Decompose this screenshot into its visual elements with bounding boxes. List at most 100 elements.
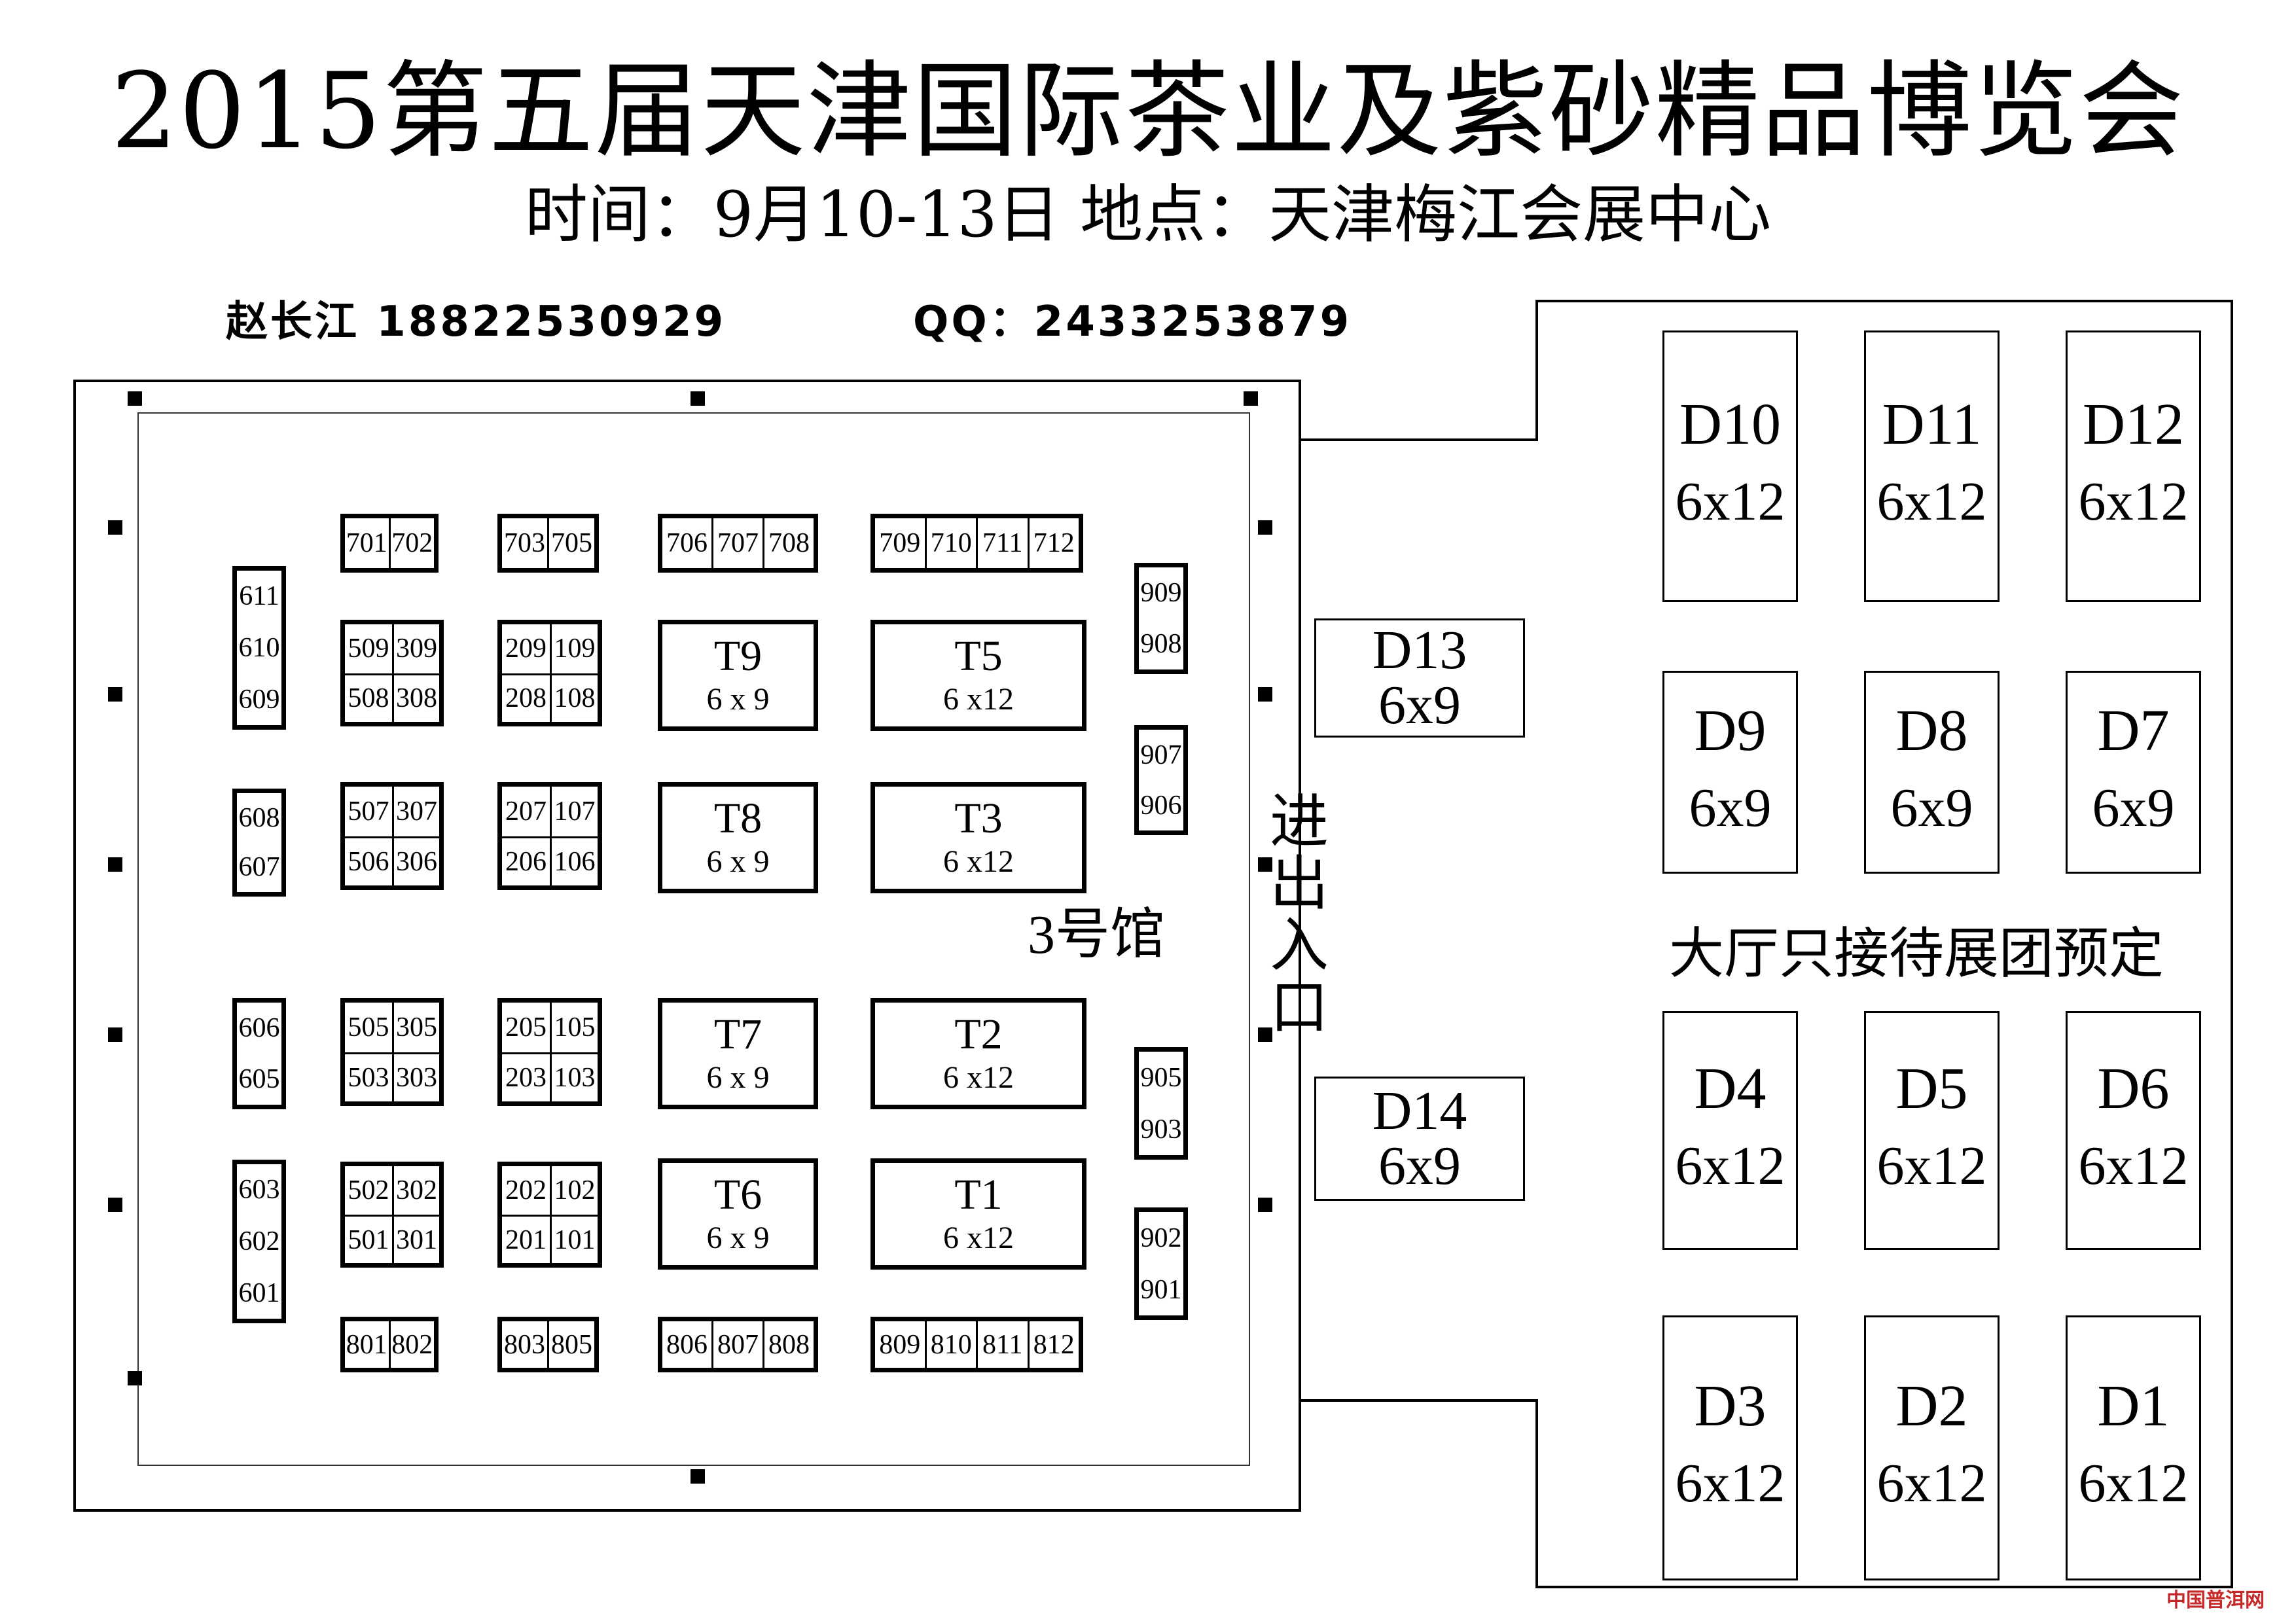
booth-block[interactable]: 909 908 (1134, 563, 1188, 674)
booth-cell[interactable]: 203 (502, 1052, 550, 1102)
booth-cell[interactable]: 101 (550, 1215, 598, 1263)
booth-cell[interactable]: 605 (238, 1064, 280, 1094)
booth-cell[interactable]: 109 (550, 624, 598, 673)
booth-cell[interactable]: 901 (1140, 1274, 1182, 1305)
booth-cell[interactable]: 609 (238, 684, 280, 715)
booth-cell[interactable]: 501 (345, 1215, 392, 1263)
booth-cell[interactable]: 702 (388, 518, 435, 568)
booth-cell[interactable]: 206 (502, 836, 550, 886)
booth-cell[interactable]: 302 (392, 1166, 439, 1215)
booth-cell[interactable]: 606 (238, 1013, 280, 1043)
booth-block[interactable]: 606 605 (232, 998, 286, 1109)
booth-cell[interactable]: 308 (392, 673, 439, 722)
booth-cell[interactable]: 603 (238, 1175, 280, 1205)
booth-cell[interactable]: 712 (1027, 518, 1079, 568)
booth-cell[interactable]: 802 (388, 1321, 435, 1368)
booth-cell[interactable]: 307 (392, 787, 439, 836)
booth-cell[interactable]: 801 (346, 1329, 387, 1360)
booth-cell[interactable]: 309 (392, 624, 439, 673)
booth-block[interactable]: 902 901 (1134, 1207, 1188, 1320)
booth-cell[interactable]: 507 (348, 796, 389, 827)
booth-cell[interactable]: 705 (547, 518, 594, 568)
booth-cell[interactable]: 810 (924, 1321, 977, 1368)
booth-cell[interactable]: 807 (711, 1321, 762, 1368)
booth-cell[interactable]: 707 (711, 518, 762, 568)
booth-cell[interactable]: 205 (505, 1012, 547, 1043)
booth-cell[interactable]: 106 (550, 836, 598, 885)
booth-cell[interactable]: 803 (504, 1329, 545, 1360)
booth-block[interactable]: 905 903 (1134, 1047, 1188, 1160)
booth-cell[interactable]: 903 (1140, 1114, 1182, 1145)
booth-cell[interactable]: 201 (502, 1215, 550, 1263)
booth-cell[interactable]: 509 (348, 633, 389, 664)
booth-cell[interactable]: 105 (550, 1003, 598, 1052)
booth-cell[interactable]: 711 (976, 518, 1028, 568)
booth-cell[interactable]: 701 (346, 528, 387, 558)
booth-cell[interactable]: 103 (550, 1052, 598, 1101)
booth-cell[interactable]: 611 (239, 581, 279, 612)
booth-cell[interactable]: 108 (550, 673, 598, 722)
booth-cell[interactable]: 709 (879, 528, 921, 558)
booth-cell[interactable]: 305 (392, 1003, 439, 1052)
booth-cell[interactable]: 301 (392, 1215, 439, 1263)
booth-cell[interactable]: 902 (1140, 1222, 1182, 1253)
booth-cell[interactable]: 706 (666, 528, 708, 558)
booth-d13[interactable]: D13 6x9 (1314, 618, 1525, 738)
booth-cell[interactable]: 805 (547, 1321, 594, 1368)
booth-cell[interactable]: 811 (976, 1321, 1028, 1368)
booth-cell[interactable]: 905 (1140, 1062, 1182, 1093)
booth-cell[interactable]: 502 (348, 1175, 389, 1205)
booth-cell[interactable]: 202 (505, 1175, 547, 1205)
booth-cell[interactable]: 703 (504, 528, 545, 558)
booth-cell[interactable]: 306 (392, 836, 439, 885)
booth-cell[interactable]: 908 (1140, 629, 1182, 659)
booth-cell[interactable]: 503 (345, 1052, 392, 1102)
booth-cell[interactable]: 809 (879, 1329, 921, 1360)
booth-cell[interactable]: 102 (550, 1166, 598, 1215)
booth-cell[interactable]: 708 (762, 518, 814, 568)
booth-cell[interactable]: 906 (1140, 790, 1182, 821)
booth-cell[interactable]: 909 (1140, 578, 1182, 608)
booth-cell[interactable]: 601 (238, 1277, 280, 1308)
booth-cell[interactable]: 208 (502, 673, 550, 722)
booth-cell[interactable]: 602 (238, 1226, 280, 1257)
booth-cell[interactable]: 207 (505, 796, 547, 827)
booth-cell[interactable]: 505 (348, 1012, 389, 1043)
booth-cell[interactable]: 508 (345, 673, 392, 722)
booth-cell[interactable]: 806 (666, 1329, 708, 1360)
